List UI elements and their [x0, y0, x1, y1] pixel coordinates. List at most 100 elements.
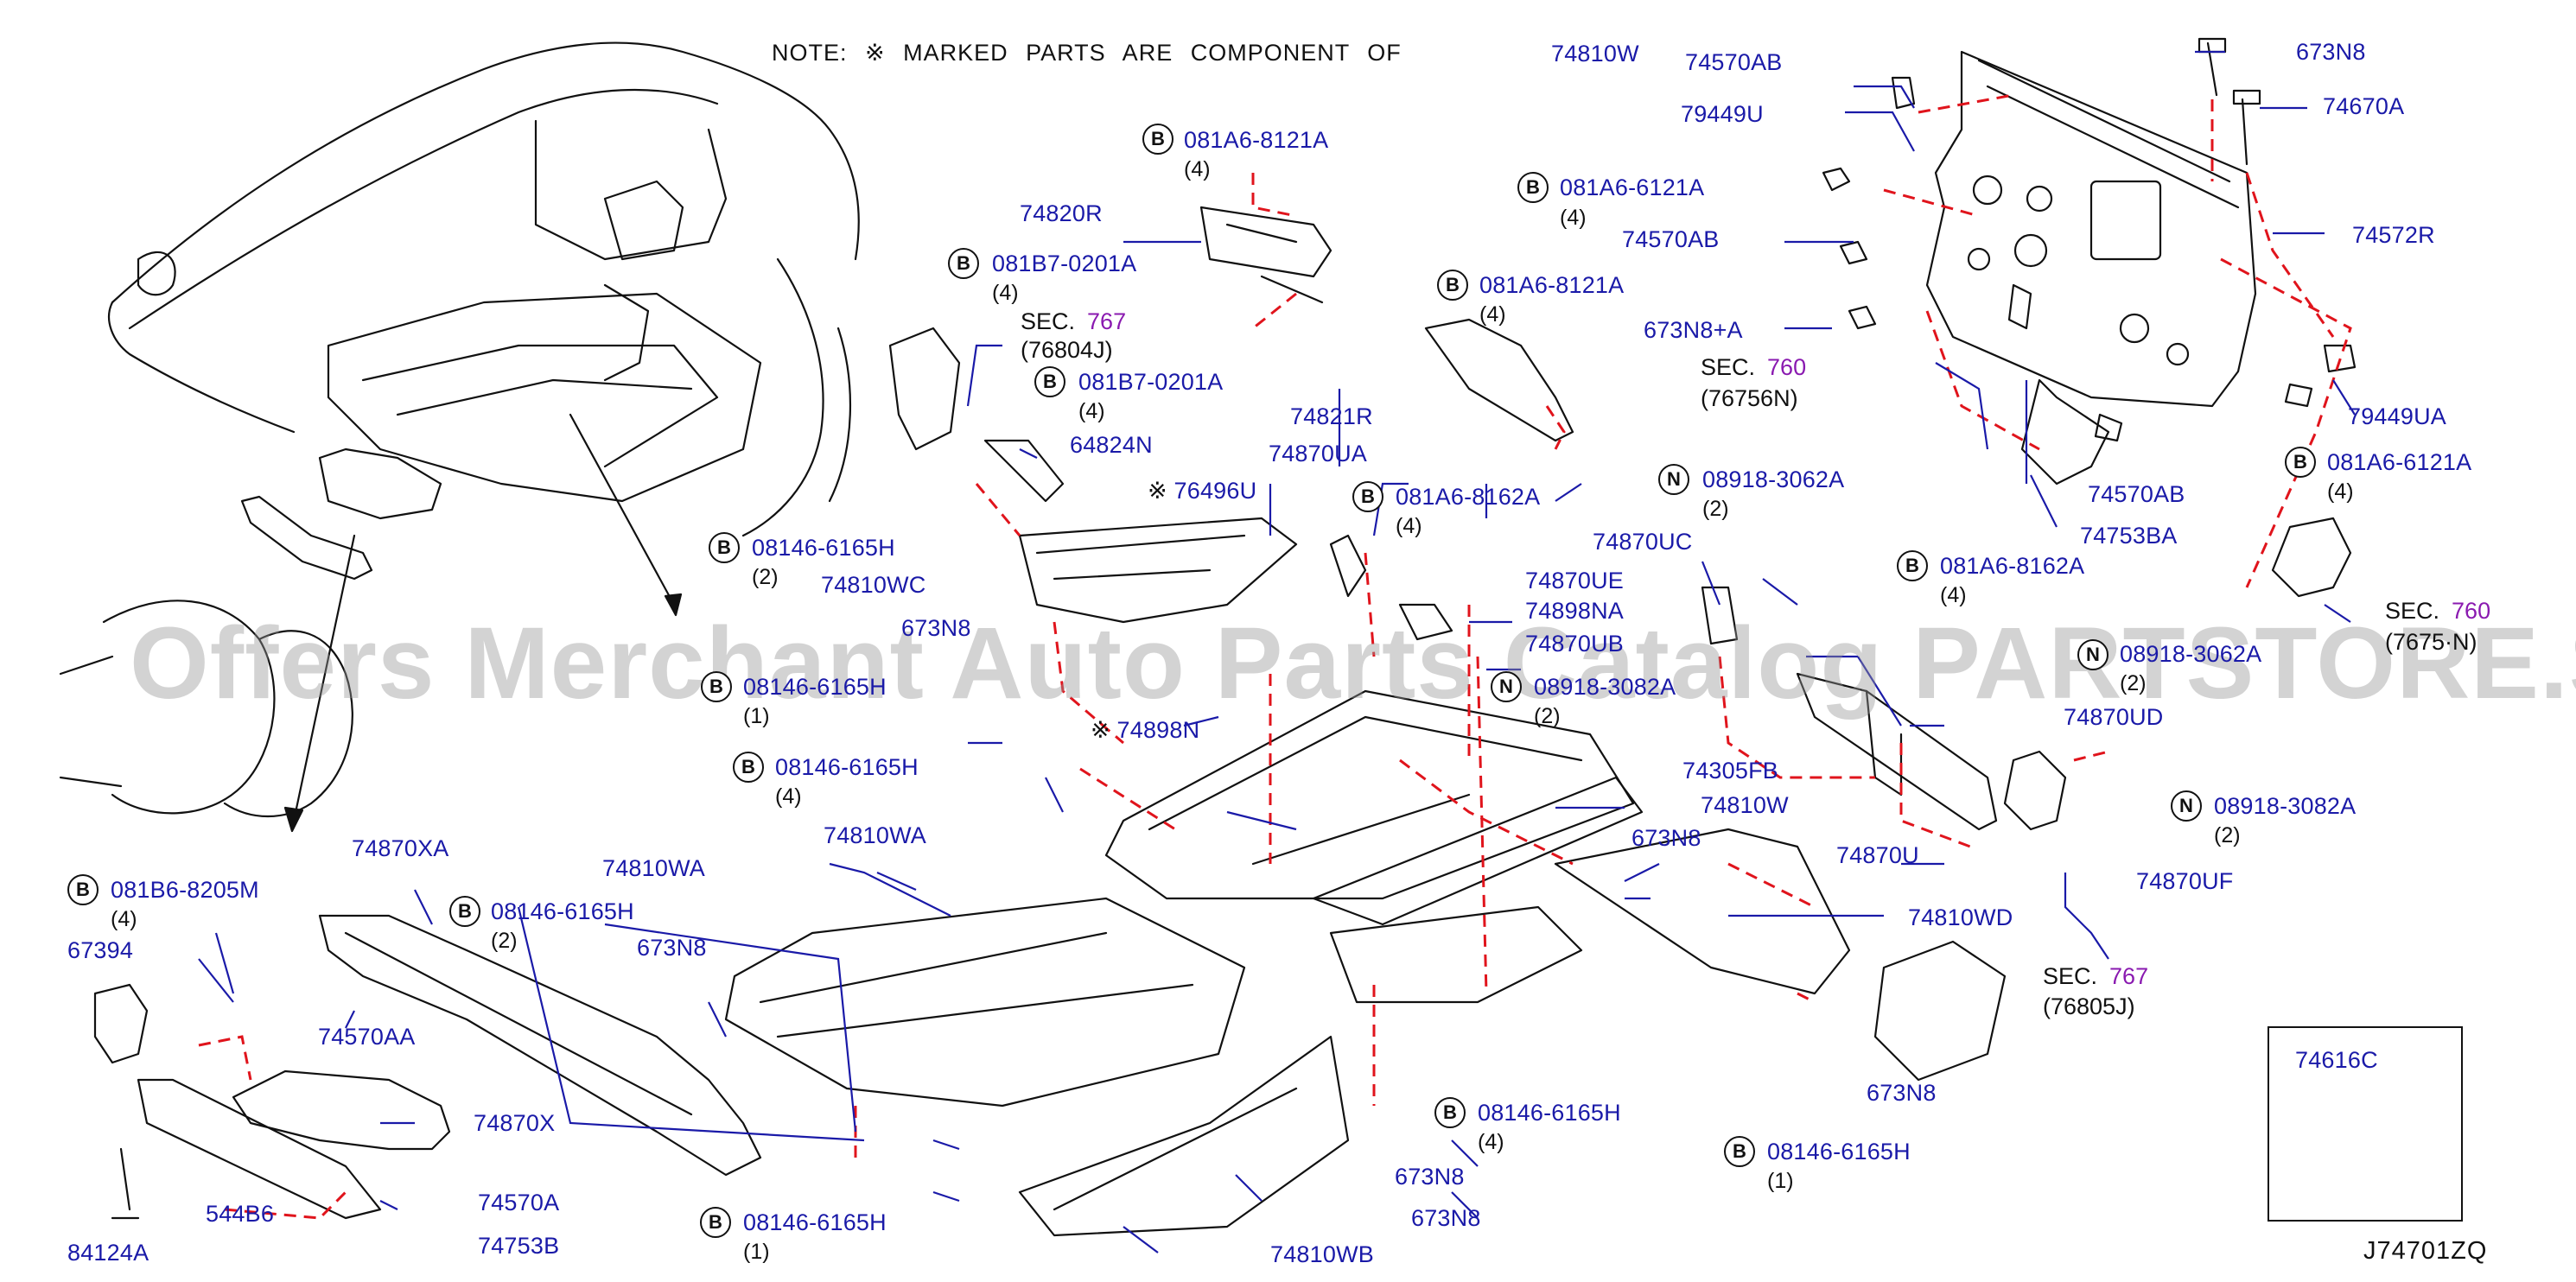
- part-label[interactable]: 673N8: [1395, 1164, 1465, 1190]
- part-label[interactable]: 74810WD: [1908, 904, 2013, 930]
- part-label[interactable]: 74753BA: [2080, 523, 2178, 549]
- section-ref[interactable]: SEC.767: [2043, 963, 2149, 989]
- part-label[interactable]: 081A6-6121A: [1560, 175, 1705, 200]
- part-label[interactable]: 74870XA: [352, 835, 449, 861]
- part-label[interactable]: 79449U: [1681, 101, 1764, 127]
- part-label[interactable]: 673N8+A: [1644, 317, 1743, 343]
- section-ref[interactable]: SEC.767: [1021, 308, 1127, 334]
- part-label[interactable]: 74305FB: [1682, 758, 1778, 784]
- circle-b-icon: B: [1897, 550, 1928, 581]
- part-label[interactable]: 08918-3062A: [2120, 641, 2262, 667]
- circle-b-icon: B: [1437, 270, 1468, 301]
- part-label[interactable]: 08146-6165H: [752, 535, 895, 561]
- part-label[interactable]: 74810W: [1701, 792, 1789, 818]
- part-label[interactable]: 08918-3082A: [1534, 674, 1676, 700]
- part-label[interactable]: 74870U: [1836, 842, 1919, 868]
- circle-b-icon: B: [700, 1207, 731, 1238]
- part-label[interactable]: 74870UE: [1525, 568, 1624, 593]
- part-label[interactable]: 08146-6165H: [743, 674, 887, 700]
- quantity: (2): [1702, 497, 1729, 521]
- circle-b-icon: B: [948, 248, 979, 279]
- part-label[interactable]: 74570A: [478, 1190, 560, 1215]
- part-label[interactable]: 081B7-0201A: [992, 251, 1137, 276]
- part-label[interactable]: 74616C: [2295, 1047, 2378, 1073]
- part-label[interactable]: 673N8: [1867, 1080, 1937, 1106]
- part-label[interactable]: 08146-6165H: [775, 754, 919, 780]
- part-label[interactable]: 74820R: [1020, 200, 1103, 226]
- quantity: (2): [1534, 704, 1561, 728]
- part-label[interactable]: 74870UF: [2136, 868, 2234, 894]
- quantity: (4): [1078, 399, 1105, 423]
- part-label[interactable]: 74670A: [2323, 93, 2405, 119]
- part-label[interactable]: 74570AA: [318, 1024, 416, 1050]
- part-label[interactable]: 74870UA: [1269, 441, 1367, 466]
- part-label[interactable]: 081A6-8162A: [1396, 484, 1541, 510]
- part-label[interactable]: 081A6-8162A: [1940, 553, 2085, 579]
- part-label[interactable]: 74753B: [478, 1233, 560, 1259]
- leader-lines: [198, 50, 2356, 1253]
- part-label[interactable]: 74898NA: [1525, 598, 1624, 624]
- part-label[interactable]: 08146-6165H: [1767, 1139, 1911, 1165]
- part-label[interactable]: 08146-6165H: [743, 1209, 887, 1235]
- reference-mark-icon: ※: [1148, 478, 1167, 504]
- part-label[interactable]: 081B7-0201A: [1078, 369, 1224, 395]
- part-label[interactable]: 673N8: [1411, 1205, 1481, 1231]
- part-label[interactable]: 74870UB: [1525, 631, 1624, 657]
- part-label[interactable]: 84124A: [67, 1240, 149, 1266]
- quantity: (1): [743, 704, 770, 728]
- part-label[interactable]: 544B6: [206, 1201, 275, 1227]
- circle-n-icon: N: [1658, 464, 1689, 495]
- circle-b-icon: B: [1517, 172, 1549, 203]
- part-label[interactable]: 79449UA: [2348, 403, 2446, 429]
- section-ref[interactable]: SEC.760: [1701, 354, 1807, 380]
- part-label[interactable]: 673N8: [2296, 39, 2366, 65]
- part-label[interactable]: 081A6-6121A: [2327, 449, 2472, 475]
- part-label[interactable]: 74870UD: [2064, 704, 2164, 730]
- part-label[interactable]: 08918-3082A: [2214, 793, 2357, 819]
- watermark: Offers Merchant Auto Parts Catalog PARTS…: [130, 606, 2576, 720]
- quantity: (2): [2120, 671, 2147, 695]
- part-label[interactable]: 74821R: [1290, 403, 1373, 429]
- section-ref[interactable]: SEC.760: [2385, 598, 2491, 624]
- circle-b-icon: B: [449, 896, 480, 927]
- part-label[interactable]: 74810WC: [821, 572, 926, 598]
- quantity: (4): [111, 907, 137, 931]
- part-label[interactable]: 081B6-8205M: [111, 877, 259, 903]
- quantity: (4): [1396, 514, 1422, 538]
- part-label[interactable]: 74570AB: [2088, 481, 2185, 507]
- part-label[interactable]: 64824N: [1070, 432, 1153, 458]
- part-label[interactable]: 74810WB: [1270, 1241, 1374, 1267]
- section-ref-code: (76756N): [1701, 385, 1798, 411]
- part-label[interactable]: 08146-6165H: [491, 898, 634, 924]
- part-label[interactable]: 081A6-8121A: [1184, 127, 1329, 153]
- part-label[interactable]: 74570AB: [1622, 226, 1720, 252]
- part-label[interactable]: 08918-3062A: [1702, 466, 1845, 492]
- part-label[interactable]: 74572R: [2352, 222, 2435, 248]
- circle-b-icon: B: [1142, 124, 1174, 155]
- part-label[interactable]: 74570AB: [1685, 49, 1783, 75]
- part-label[interactable]: 67394: [67, 937, 134, 963]
- circle-b-icon: B: [1724, 1136, 1755, 1167]
- part-label[interactable]: 74870UC: [1593, 529, 1693, 555]
- quantity: (2): [491, 929, 518, 953]
- circle-n-icon: N: [2171, 790, 2202, 822]
- part-label[interactable]: 673N8: [637, 935, 707, 961]
- part-label[interactable]: 74810W: [1551, 41, 1639, 67]
- quantity: (4): [1478, 1130, 1504, 1154]
- part-label[interactable]: 74870X: [474, 1110, 556, 1136]
- part-label[interactable]: ※ 76496U: [1148, 478, 1257, 504]
- bolts-right: [1822, 37, 2357, 598]
- part-label[interactable]: ※ 74898N: [1091, 717, 1200, 743]
- quantity: (4): [1184, 157, 1211, 181]
- note-text: NOTE: ※ MARKED PARTS ARE COMPONENT OF: [772, 40, 1402, 66]
- quantity: (1): [1767, 1169, 1794, 1193]
- circle-n-icon: N: [1491, 671, 1522, 702]
- circle-b-icon: B: [1034, 366, 1065, 397]
- part-label[interactable]: 08146-6165H: [1478, 1100, 1621, 1126]
- part-label[interactable]: 74810WA: [824, 822, 926, 848]
- part-label[interactable]: 081A6-8121A: [1479, 272, 1625, 298]
- part-label[interactable]: 673N8: [901, 615, 971, 641]
- part-label[interactable]: 673N8: [1631, 825, 1701, 851]
- inset-box: [2268, 1026, 2463, 1222]
- part-label[interactable]: 74810WA: [602, 855, 705, 881]
